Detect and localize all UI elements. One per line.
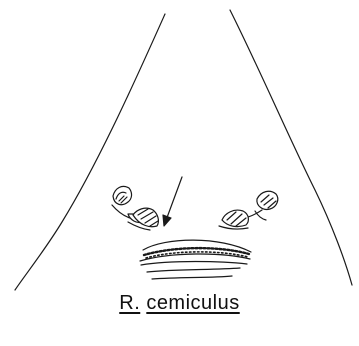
species-caption: R. cemiculus [0,292,359,315]
mouth [140,240,251,279]
left-nasal-flap [128,208,158,230]
caption-species: cemiculus [146,292,239,314]
right-nostril [244,191,278,218]
caption-genus: R. [119,292,140,314]
pointer-arrow [163,177,182,226]
right-nasal-flap [219,210,266,229]
body-outline-right [230,10,352,285]
body-outline-left [15,14,165,290]
